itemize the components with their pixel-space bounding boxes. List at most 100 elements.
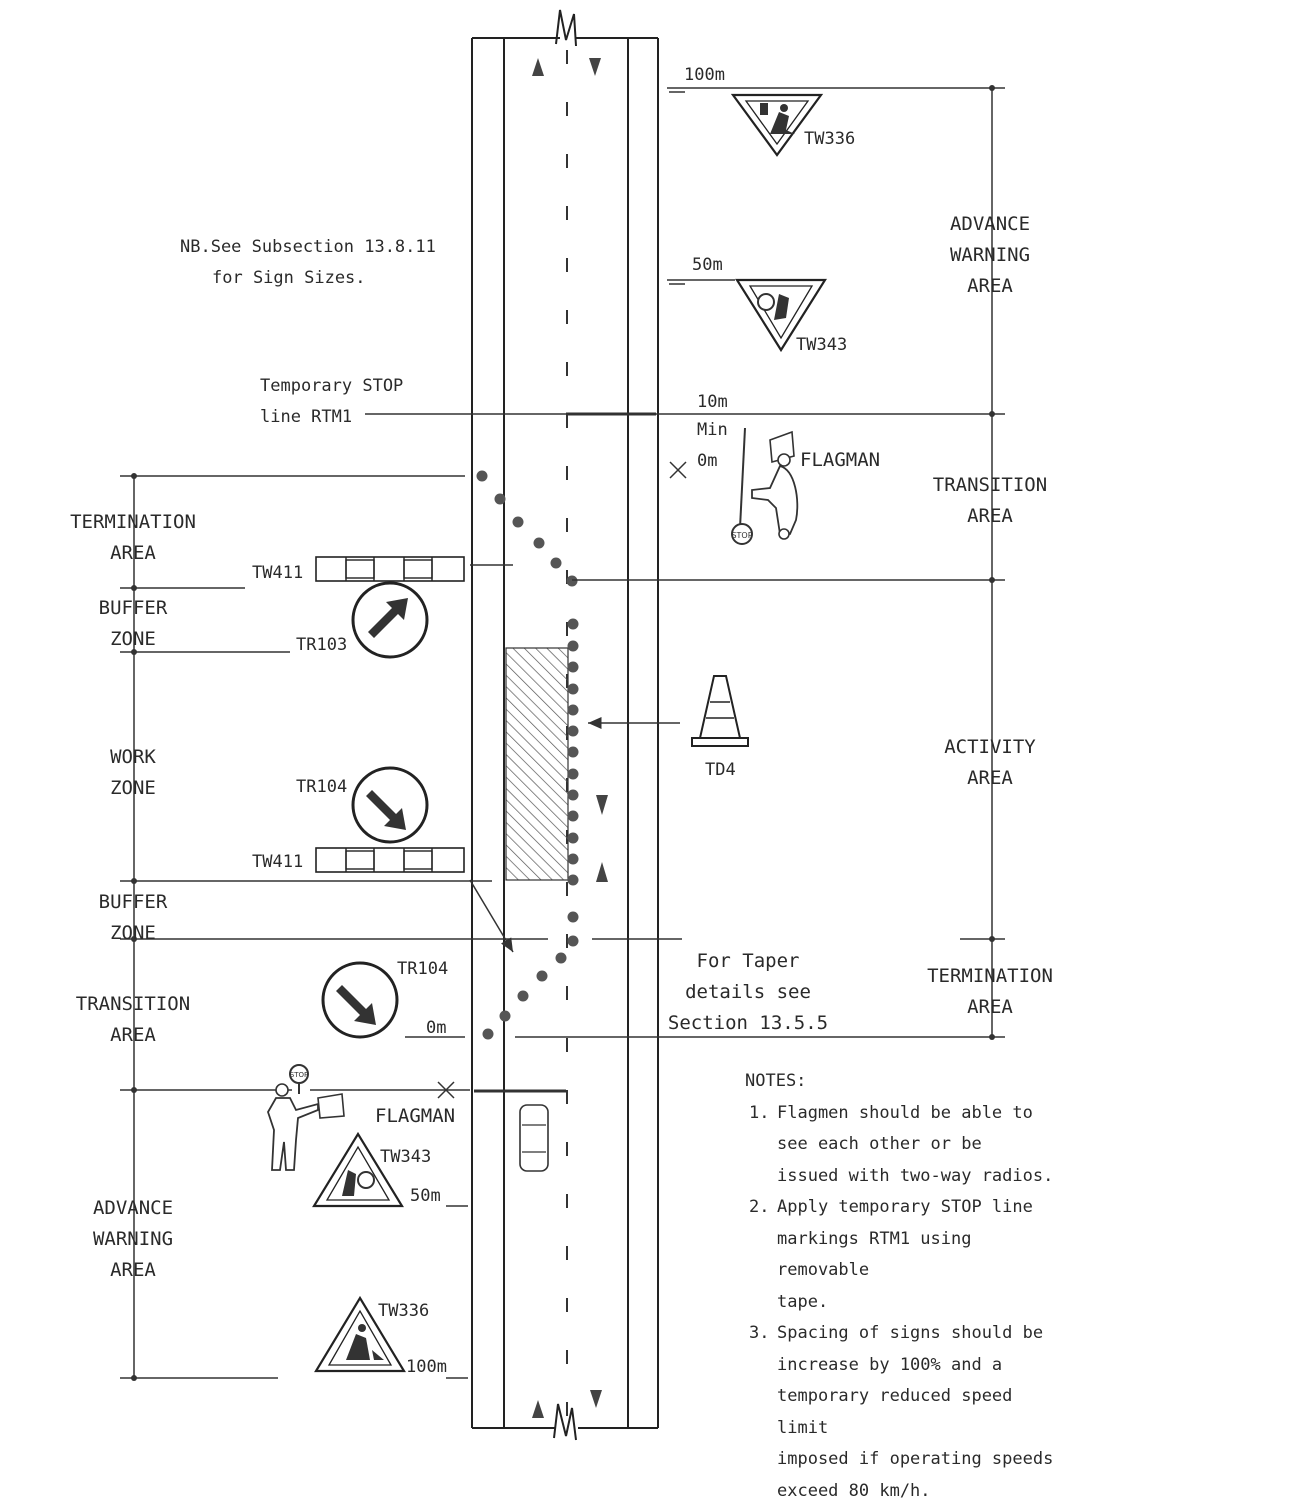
nb-note-line-2: for Sign Sizes. [212, 268, 366, 288]
traffic-cone [537, 971, 548, 982]
sign-tw411-bottom-label: TW411 [252, 852, 303, 872]
zone-buffer-bottom: ZONE [110, 922, 156, 944]
stop-line-label-line-1: Temporary STOP [260, 376, 403, 396]
note-line: issued with two-way radios. [777, 1166, 1053, 1186]
svg-text:STOP: STOP [731, 531, 752, 540]
note-line: tape. [777, 1292, 828, 1312]
taper-note-line: For Taper [697, 950, 800, 972]
traffic-cone [513, 517, 524, 528]
svg-text:STOP: STOP [290, 1071, 308, 1079]
zone-work: ZONE [110, 777, 156, 799]
direction-arrow [532, 58, 544, 76]
direction-arrow [532, 1400, 544, 1418]
zone-activity-right: AREA [967, 767, 1013, 789]
zone-termination-left: TERMINATION [70, 511, 196, 533]
zone-work: WORK [110, 746, 156, 768]
traffic-cone [568, 875, 579, 886]
note-line: temporary reduced speed limit [777, 1386, 1012, 1438]
zone-advance-warning-left: ADVANCE [93, 1197, 173, 1219]
zone-advance-warning-left: WARNING [93, 1228, 173, 1250]
traffic-cone [568, 747, 579, 758]
distance-10m-min: 10m [697, 392, 728, 412]
zone-buffer-bottom: BUFFER [99, 891, 168, 913]
traffic-cone [518, 991, 529, 1002]
nb-note: NB.See Subsection 13.8.11 for Sign Sizes… [180, 237, 436, 288]
note-line: see each other or be [777, 1134, 982, 1154]
direction-arrow [596, 862, 608, 882]
left-zone-labels: TERMINATION AREA BUFFER ZONE WORK ZONE B… [70, 511, 196, 1281]
distance-10m-min: Min [697, 420, 728, 440]
traffic-cone [568, 705, 579, 716]
traffic-cone [500, 1011, 511, 1022]
zone-termination-left: AREA [110, 542, 156, 564]
note-number: 2. [749, 1192, 769, 1224]
traffic-cone [568, 790, 579, 801]
sign-tw411-bottom: TW411 [252, 848, 464, 872]
traffic-cone [568, 641, 579, 652]
direction-arrow [590, 1390, 602, 1408]
distance-50m-top: 50m [692, 255, 723, 275]
distance-100m-bottom: 100m [406, 1357, 447, 1377]
sign-tw343-top-label: TW343 [796, 335, 847, 355]
flagman-bottom-figure: STOP [268, 1065, 344, 1170]
traffic-cone [568, 854, 579, 865]
zone-buffer-top: BUFFER [99, 597, 168, 619]
flagman-top-label: FLAGMAN [800, 449, 880, 471]
sign-tw411-top-label: TW411 [252, 563, 303, 583]
distance-100m-top: 100m [684, 65, 725, 85]
traffic-cone [568, 662, 579, 673]
stop-line-label-line-2: line RTM1 [260, 407, 352, 427]
stop-line-label: Temporary STOP line RTM1 [260, 376, 403, 427]
flagman-bottom-label: FLAGMAN [375, 1105, 455, 1127]
notes-list: 1. Flagmen should be able to see each othe… [745, 1098, 1065, 1507]
car-icon [520, 1105, 548, 1171]
zone-termination-right: TERMINATION [927, 965, 1053, 987]
traffic-cone [568, 726, 579, 737]
taper-note-line: Section 13.5.5 [668, 1012, 828, 1034]
zone-advance-warning-right: AREA [967, 275, 1013, 297]
road [472, 10, 658, 1440]
note-item: 1. Flagmen should be able to see each othe… [745, 1098, 1065, 1193]
traffic-cone [568, 811, 579, 822]
traffic-cone [551, 558, 562, 569]
note-number: 3. [749, 1318, 769, 1350]
traffic-control-diagram: NB.See Subsection 13.8.11 for Sign Sizes… [0, 0, 1295, 1447]
flagman-top-figure: STOP [731, 428, 797, 544]
notes-title: NOTES: [745, 1066, 1065, 1098]
traffic-cone [556, 953, 567, 964]
right-zone-labels: ADVANCE WARNING AREA TRANSITION AREA ACT… [927, 213, 1053, 1018]
nb-note-line-1: NB.See Subsection 13.8.11 [180, 237, 436, 257]
traffic-cone [568, 912, 579, 923]
sign-td4-label: TD4 [705, 760, 736, 780]
note-line: markings RTM1 using removable [777, 1229, 971, 1281]
zone-transition-left: AREA [110, 1024, 156, 1046]
sign-tw411-top: TW411 [252, 557, 464, 583]
traffic-cone [495, 494, 506, 505]
zone-advance-warning-left: AREA [110, 1259, 156, 1281]
sign-tw336-top: TW336 [733, 95, 855, 155]
note-item: 2. Apply temporary STOP line markings RTM1… [745, 1192, 1065, 1318]
note-line: Flagmen should be able to [777, 1103, 1033, 1123]
sign-tw336-top-label: TW336 [804, 129, 855, 149]
note-number: 1. [749, 1098, 769, 1130]
zone-advance-warning-right: WARNING [950, 244, 1030, 266]
traffic-cone [568, 833, 579, 844]
distance-0m-top: 0m [697, 451, 717, 471]
zone-transition-left: TRANSITION [76, 993, 190, 1015]
notes-block: NOTES: 1. Flagmen should be able to see ea… [745, 1066, 1065, 1507]
work-area-hatch [506, 648, 568, 880]
sign-tr104-mid-label: TR104 [296, 777, 347, 797]
note-line: increase by 100% and a [777, 1355, 1002, 1375]
zone-buffer-top: ZONE [110, 628, 156, 650]
traffic-cone [568, 684, 579, 695]
traffic-cone [568, 619, 579, 630]
traffic-cone [567, 576, 578, 587]
direction-arrow [596, 795, 608, 815]
distance-50m-bottom: 50m [410, 1186, 441, 1206]
zone-termination-right: AREA [967, 996, 1013, 1018]
sign-tr104-mid: TR104 [296, 768, 427, 842]
note-line: exceed 80 km/h. [777, 1481, 931, 1501]
note-line: Apply temporary STOP line [777, 1197, 1033, 1217]
sign-tr103-label: TR103 [296, 635, 347, 655]
sign-tr103: TR103 [296, 583, 427, 657]
